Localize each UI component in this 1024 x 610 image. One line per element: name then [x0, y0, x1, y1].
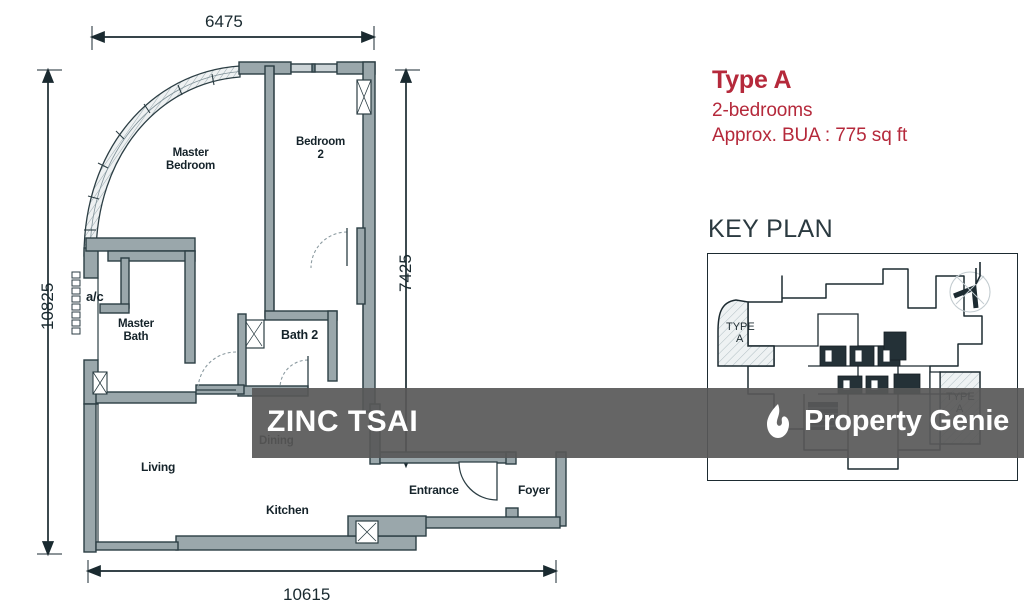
keyplan-unit-marker-1-line2: A	[736, 333, 744, 345]
room-label-ac-ledge: a/c	[86, 289, 104, 304]
unit-built-up-area: Approx. BUA : 775 sq ft	[712, 125, 908, 146]
unit-type-title: Type A	[712, 66, 792, 94]
room-label-bedroom-2: Bedroom 2	[296, 136, 346, 161]
door-swings	[197, 231, 348, 391]
room-label-bath-2: Bath 2	[281, 328, 319, 342]
flame-icon	[767, 404, 789, 438]
entrance-door	[458, 461, 498, 501]
dimension-top-label: 6475	[205, 12, 243, 31]
keyplan-unit-marker-1-line1: TYPE	[726, 321, 755, 333]
watermark-username: ZINC TSAI	[267, 405, 419, 438]
room-label-living: Living	[141, 460, 176, 474]
brand-name: Property Genie	[804, 404, 1010, 437]
keyplan-heading: KEY PLAN	[708, 215, 834, 243]
brand-watermark: Property Genie	[762, 402, 1009, 440]
dimension-bottom-label: 10615	[283, 585, 331, 604]
watermark-bar	[252, 388, 1024, 458]
room-label-master-bedroom: Master Bedroom	[166, 147, 216, 172]
floorplan-drawing	[37, 26, 567, 583]
unit-info-panel: Type A 2-bedrooms Approx. BUA : 775 sq f…	[712, 66, 1012, 147]
door-leaves	[196, 228, 348, 391]
curved-window-wall	[83, 65, 241, 257]
room-label-foyer: Foyer	[518, 483, 550, 497]
dimension-right-label: 7425	[396, 254, 415, 292]
room-label-kitchen: Kitchen	[266, 503, 309, 517]
unit-bedrooms: 2-bedrooms	[712, 100, 813, 121]
north-arrow-icon	[949, 262, 991, 313]
dimension-left-label: 10825	[38, 282, 57, 330]
room-label-entrance: Entrance	[409, 483, 459, 497]
room-label-master-bath: Master Bath	[118, 318, 154, 343]
